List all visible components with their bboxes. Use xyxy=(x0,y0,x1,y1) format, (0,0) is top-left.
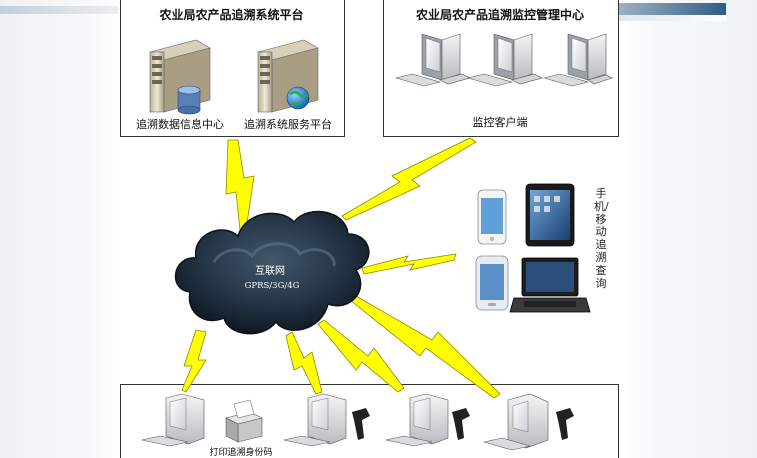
terminal-devices xyxy=(141,393,574,451)
background-right xyxy=(617,0,757,458)
monitor-client-computers xyxy=(394,33,613,87)
smartphone-icon xyxy=(477,189,507,245)
printer-icon xyxy=(225,399,263,443)
internet-cloud-title: 互联网 xyxy=(255,265,285,277)
barcode-scanner-icon xyxy=(352,408,370,440)
data-center-label: 追溯数据信息中心 xyxy=(136,118,224,131)
internet-cloud-icon: 互联网 GPRS/3G/4G xyxy=(174,210,370,335)
lightning-bolt-terminal-1 xyxy=(181,329,207,393)
background-left xyxy=(0,0,122,458)
service-platform-label: 追溯系统服务平台 xyxy=(244,118,332,131)
terminal-computer-icon xyxy=(385,393,449,447)
terminal-computer-icon xyxy=(483,393,549,451)
platform-panel-title: 农业局农产品追溯系统平台 xyxy=(159,8,304,22)
android-phone-icon xyxy=(475,255,509,311)
monitor-client-computer-icon xyxy=(466,33,543,87)
terminal-computer-icon xyxy=(283,393,347,447)
decorative-stripe-left xyxy=(0,6,118,14)
mobile-devices xyxy=(475,183,591,313)
lightning-bolt-terminal-4 xyxy=(349,295,501,399)
decorative-stripe-right-fade xyxy=(618,15,726,21)
printer-label: 打印追溯身份码 xyxy=(209,448,273,458)
laptop-icon xyxy=(509,257,591,313)
lightning-bolt-mobile xyxy=(361,253,457,275)
tablet-icon xyxy=(525,183,575,247)
terminal-computer-icon xyxy=(141,393,205,447)
monitor-client-computer-icon xyxy=(394,33,471,87)
monitor-client-label: 监控客户端 xyxy=(472,116,528,129)
lightning-bolt-terminal-2 xyxy=(285,331,323,395)
monitor-client-computer-icon xyxy=(542,33,613,87)
monitor-panel-title: 农业局农产品追溯监控管理中心 xyxy=(415,8,584,22)
lightning-bolt-terminal-3 xyxy=(317,319,405,393)
barcode-scanner-icon xyxy=(556,408,574,440)
lightning-bolt-platform xyxy=(225,139,255,231)
barcode-scanner-icon xyxy=(452,408,470,440)
decorative-stripe-right xyxy=(618,3,726,15)
mobile-query-label: 手机/移动追溯查询 xyxy=(594,187,609,290)
internet-cloud-subtitle: GPRS/3G/4G xyxy=(245,281,300,291)
lightning-bolts xyxy=(181,137,501,399)
data-center-server-icon xyxy=(149,39,211,115)
service-platform-server-icon xyxy=(257,39,319,113)
lightning-bolt-monitor xyxy=(341,137,477,221)
